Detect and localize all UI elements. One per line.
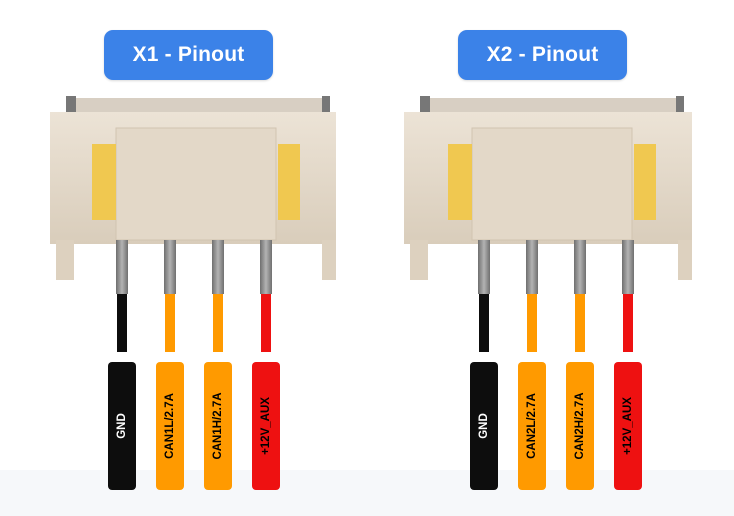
x1-label-12v: +12V_AUX <box>252 362 280 490</box>
x2-label-can2l-text: CAN2L/2.7A <box>526 393 538 459</box>
x1-pinout-title-button[interactable]: X1 - Pinout <box>104 30 273 80</box>
x1-wire-can1h <box>213 294 223 352</box>
x2-wire-gnd <box>479 294 489 352</box>
x1-label-12v-text: +12V_AUX <box>260 397 272 455</box>
x2-pin-4 <box>622 240 634 294</box>
x2-label-can2h-text: CAN2H/2.7A <box>574 392 586 460</box>
x1-housing-left-leg <box>56 240 74 280</box>
x2-label-gnd-text: GND <box>478 413 490 439</box>
x1-connector-housing <box>50 96 336 352</box>
x1-label-can1l-text: CAN1L/2.7A <box>164 393 176 459</box>
x1-housing-top-lip <box>66 98 330 114</box>
x2-label-12v: +12V_AUX <box>614 362 642 490</box>
x1-wire-can1l <box>165 294 175 352</box>
x2-housing-left-leg <box>410 240 428 280</box>
x1-pin-4 <box>260 240 272 294</box>
x2-left-latch <box>448 144 472 220</box>
x2-housing-right-leg <box>678 240 692 280</box>
x2-pin-2 <box>526 240 538 294</box>
x2-pin-1 <box>478 240 490 294</box>
x1-label-can1h-text: CAN1H/2.7A <box>212 392 224 460</box>
x2-wire-can2h <box>575 294 585 352</box>
x2-label-gnd: GND <box>470 362 498 490</box>
connector-x2: X2 - Pinout <box>360 0 720 516</box>
x1-label-gnd: GND <box>108 362 136 490</box>
x2-wire-can2l <box>527 294 537 352</box>
x2-pins <box>478 240 634 294</box>
x2-right-latch <box>634 144 656 220</box>
x1-left-latch <box>92 144 116 220</box>
x2-label-12v-text: +12V_AUX <box>622 397 634 455</box>
x1-label-can1l: CAN1L/2.7A <box>156 362 184 490</box>
x2-pinout-title-button[interactable]: X2 - Pinout <box>458 30 627 80</box>
x1-pin-1 <box>116 240 128 294</box>
x1-pin-3 <box>212 240 224 294</box>
x2-label-can2l: CAN2L/2.7A <box>518 362 546 490</box>
x2-housing-top-lip <box>420 98 684 114</box>
x1-wire-gnd <box>117 294 127 352</box>
x1-wire-12v <box>261 294 271 352</box>
x2-label-can2h: CAN2H/2.7A <box>566 362 594 490</box>
connector-x1: X1 - Pinout <box>0 0 360 516</box>
x1-label-can1h: CAN1H/2.7A <box>204 362 232 490</box>
x2-wire-12v <box>623 294 633 352</box>
x2-connector-housing <box>404 96 692 352</box>
x1-label-gnd-text: GND <box>116 413 128 439</box>
x1-pins <box>116 240 272 294</box>
x2-pin-3 <box>574 240 586 294</box>
x1-housing-right-leg <box>322 240 336 280</box>
x1-right-latch <box>278 144 300 220</box>
x1-pin-2 <box>164 240 176 294</box>
